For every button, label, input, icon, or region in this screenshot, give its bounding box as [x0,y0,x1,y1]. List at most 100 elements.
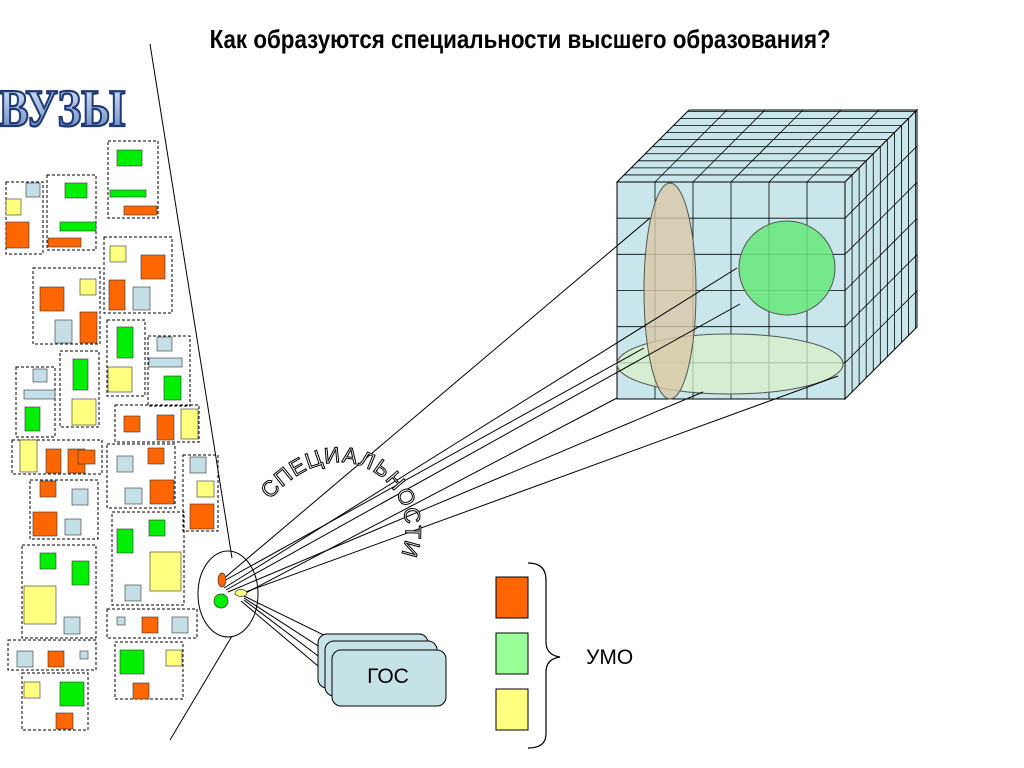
orange-dot [217,572,227,588]
yellow-dot [234,589,248,597]
program-square [39,480,57,498]
program-square [47,237,82,248]
program-square [116,455,134,473]
program-square [32,511,58,537]
program-square [132,682,150,700]
program-square [123,415,141,433]
program-square [165,649,183,667]
projection-line [227,391,704,593]
specialties-cube [615,108,919,401]
university-frame [147,335,191,407]
program-square [196,480,215,498]
program-square [124,487,143,505]
university-frame [15,366,56,438]
projection-line [239,375,839,595]
green-dot [213,593,229,609]
program-square [5,198,22,216]
gos-label: ГОС [367,665,409,688]
university-block [21,544,97,639]
university-block [46,174,97,251]
page-title: Как образуются специальности высшего обр… [209,24,831,54]
university-frame [114,641,184,700]
grid-line [844,182,918,255]
university-block [106,319,146,397]
university-frame [5,181,44,255]
university-block [15,366,56,438]
university-frame [114,404,200,443]
university-block [5,181,44,255]
grid-line [844,290,918,364]
university-block [114,404,200,443]
projection-line [223,267,738,589]
university-frame [59,350,100,428]
program-square [140,254,166,280]
university-block [106,608,198,639]
program-square [16,650,34,668]
university-frame [29,479,99,540]
umo-legend-swatch [495,576,529,619]
program-square [107,366,133,393]
program-square [79,311,98,344]
program-square [149,479,175,505]
projection-lines [221,217,839,667]
program-square [109,189,147,198]
program-square [19,439,38,473]
program-square [55,712,74,730]
lens [197,550,259,638]
program-square [39,286,65,312]
university-frame [182,454,219,532]
program-square [63,616,81,635]
university-frame [11,439,103,475]
program-square [116,616,126,626]
university-frame [106,319,146,397]
university-block [107,140,159,219]
program-square [24,406,41,432]
university-block [32,267,101,345]
perspective-line-bottom [169,635,233,741]
university-block [59,350,100,428]
program-square [119,649,145,675]
program-square [54,319,73,344]
program-square [79,278,97,296]
program-square [148,357,183,368]
program-square [64,182,88,199]
program-square [47,650,65,668]
program-square [147,447,165,465]
specialty-sphere [738,220,836,316]
vuzy-logo: ВУЗЫ [0,78,126,139]
university-block [103,236,173,314]
projection-line [239,397,618,597]
program-square [116,528,134,554]
program-square [32,368,48,383]
umo-brace [527,562,561,749]
grid-line [730,109,804,183]
program-square [77,449,96,465]
university-frame [32,267,101,345]
university-frame [111,511,185,606]
university-block [147,335,191,407]
university-block [29,479,99,540]
program-square [149,551,182,592]
projection-line [240,600,319,667]
university-block [11,439,103,475]
grid-line [768,109,842,183]
grid-line [654,109,728,183]
university-frame [103,236,173,314]
university-block [7,639,97,671]
program-square [180,408,199,440]
program-square [109,245,127,263]
program-square [148,519,166,537]
program-square [189,503,215,530]
vuzy-logo-text: ВУЗЫ [0,79,125,138]
program-square [23,681,41,699]
program-square [64,518,82,536]
program-square [163,375,182,401]
projection-line [221,347,645,583]
grid-line [844,254,918,327]
program-square [72,358,89,391]
program-square [108,279,126,311]
university-blocks [5,140,219,731]
umo-label: УМО [586,646,633,669]
program-square [132,286,151,311]
umo-legend-swatch [495,632,529,675]
